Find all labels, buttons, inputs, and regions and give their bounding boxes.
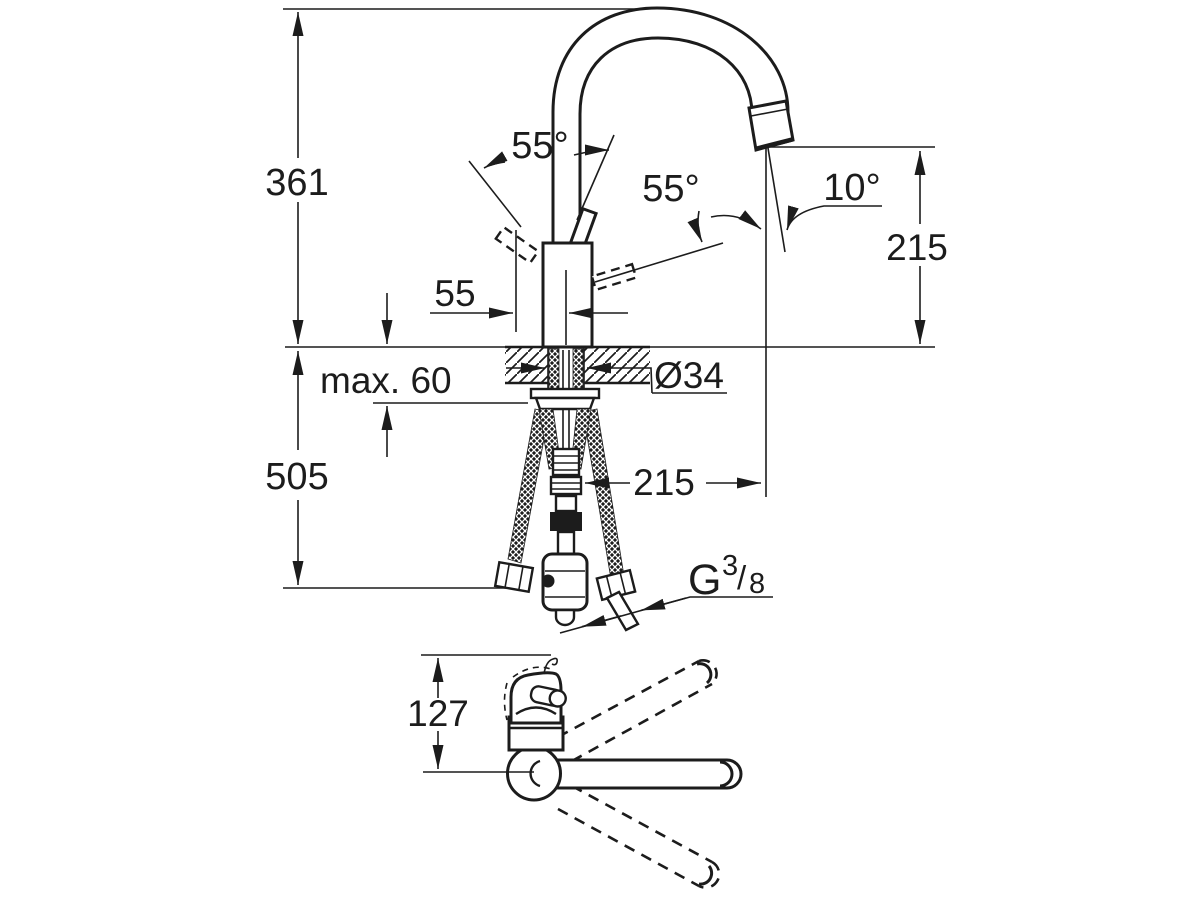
top-view-spout-dashed-lower (557, 784, 721, 889)
dimension-labels: 361 505 215 215 55 max. 60 Ø34 55° 55° 1… (265, 125, 948, 734)
pullout-hose-weight (541, 552, 589, 627)
dim-overall-height-label: 361 (265, 162, 328, 204)
dim-outlet-height-label: 215 (886, 227, 948, 268)
hose-end-tube (605, 590, 640, 632)
mounting-flange (529, 387, 601, 411)
mounting-deck-section (505, 345, 650, 390)
hose-connector-stack (549, 447, 583, 556)
dim-counter-thickness-label: max. 60 (320, 360, 452, 401)
thread-denominator: 8 (749, 568, 765, 600)
top-view-spout-solid (536, 758, 743, 790)
top-view-handle-knob (529, 685, 567, 708)
angle-spout-range-label: 55° (642, 168, 699, 210)
thread-slash: / (737, 559, 747, 596)
dimension-annotations (292, 12, 935, 773)
faucet-body (541, 241, 594, 349)
dim-spout-reach-label: 215 (633, 462, 695, 503)
dim-hole-diameter-lines (506, 362, 727, 394)
angle-spout-range-lines (687, 210, 762, 243)
thread-leader-lines (559, 596, 773, 634)
top-view-handle (503, 657, 567, 725)
supply-hose-right (582, 408, 625, 580)
mounting-shank (548, 348, 584, 392)
angle-handle-swing-label: 55° (511, 125, 568, 167)
angle-handle-swing-lines (483, 144, 610, 169)
top-view-base (506, 745, 562, 802)
angle-outlet-tilt-lines (786, 205, 882, 231)
top-view-spout-dashed-upper (557, 659, 718, 763)
spout-tip (747, 99, 795, 152)
dim-hole-diameter-label: Ø34 (654, 355, 724, 396)
thread-numerator: 3 (722, 550, 738, 582)
dim-top-view-lines (421, 654, 551, 773)
side-view (493, 6, 795, 632)
dim-handle-projection-lines (430, 230, 628, 332)
dim-below-counter-label: 505 (265, 456, 328, 498)
dim-handle-projection-label: 55 (434, 273, 475, 314)
handle-tip-mark (543, 657, 558, 675)
hose-nut-left (493, 560, 535, 594)
thread-letter: G (688, 556, 721, 604)
top-view (503, 657, 743, 889)
lever-handle-dashed-left (494, 225, 540, 265)
dim-top-view-label: 127 (407, 693, 469, 734)
angle-outlet-tilt-label: 10° (823, 167, 880, 209)
thread-size-label: G 3 / 8 (688, 550, 765, 604)
